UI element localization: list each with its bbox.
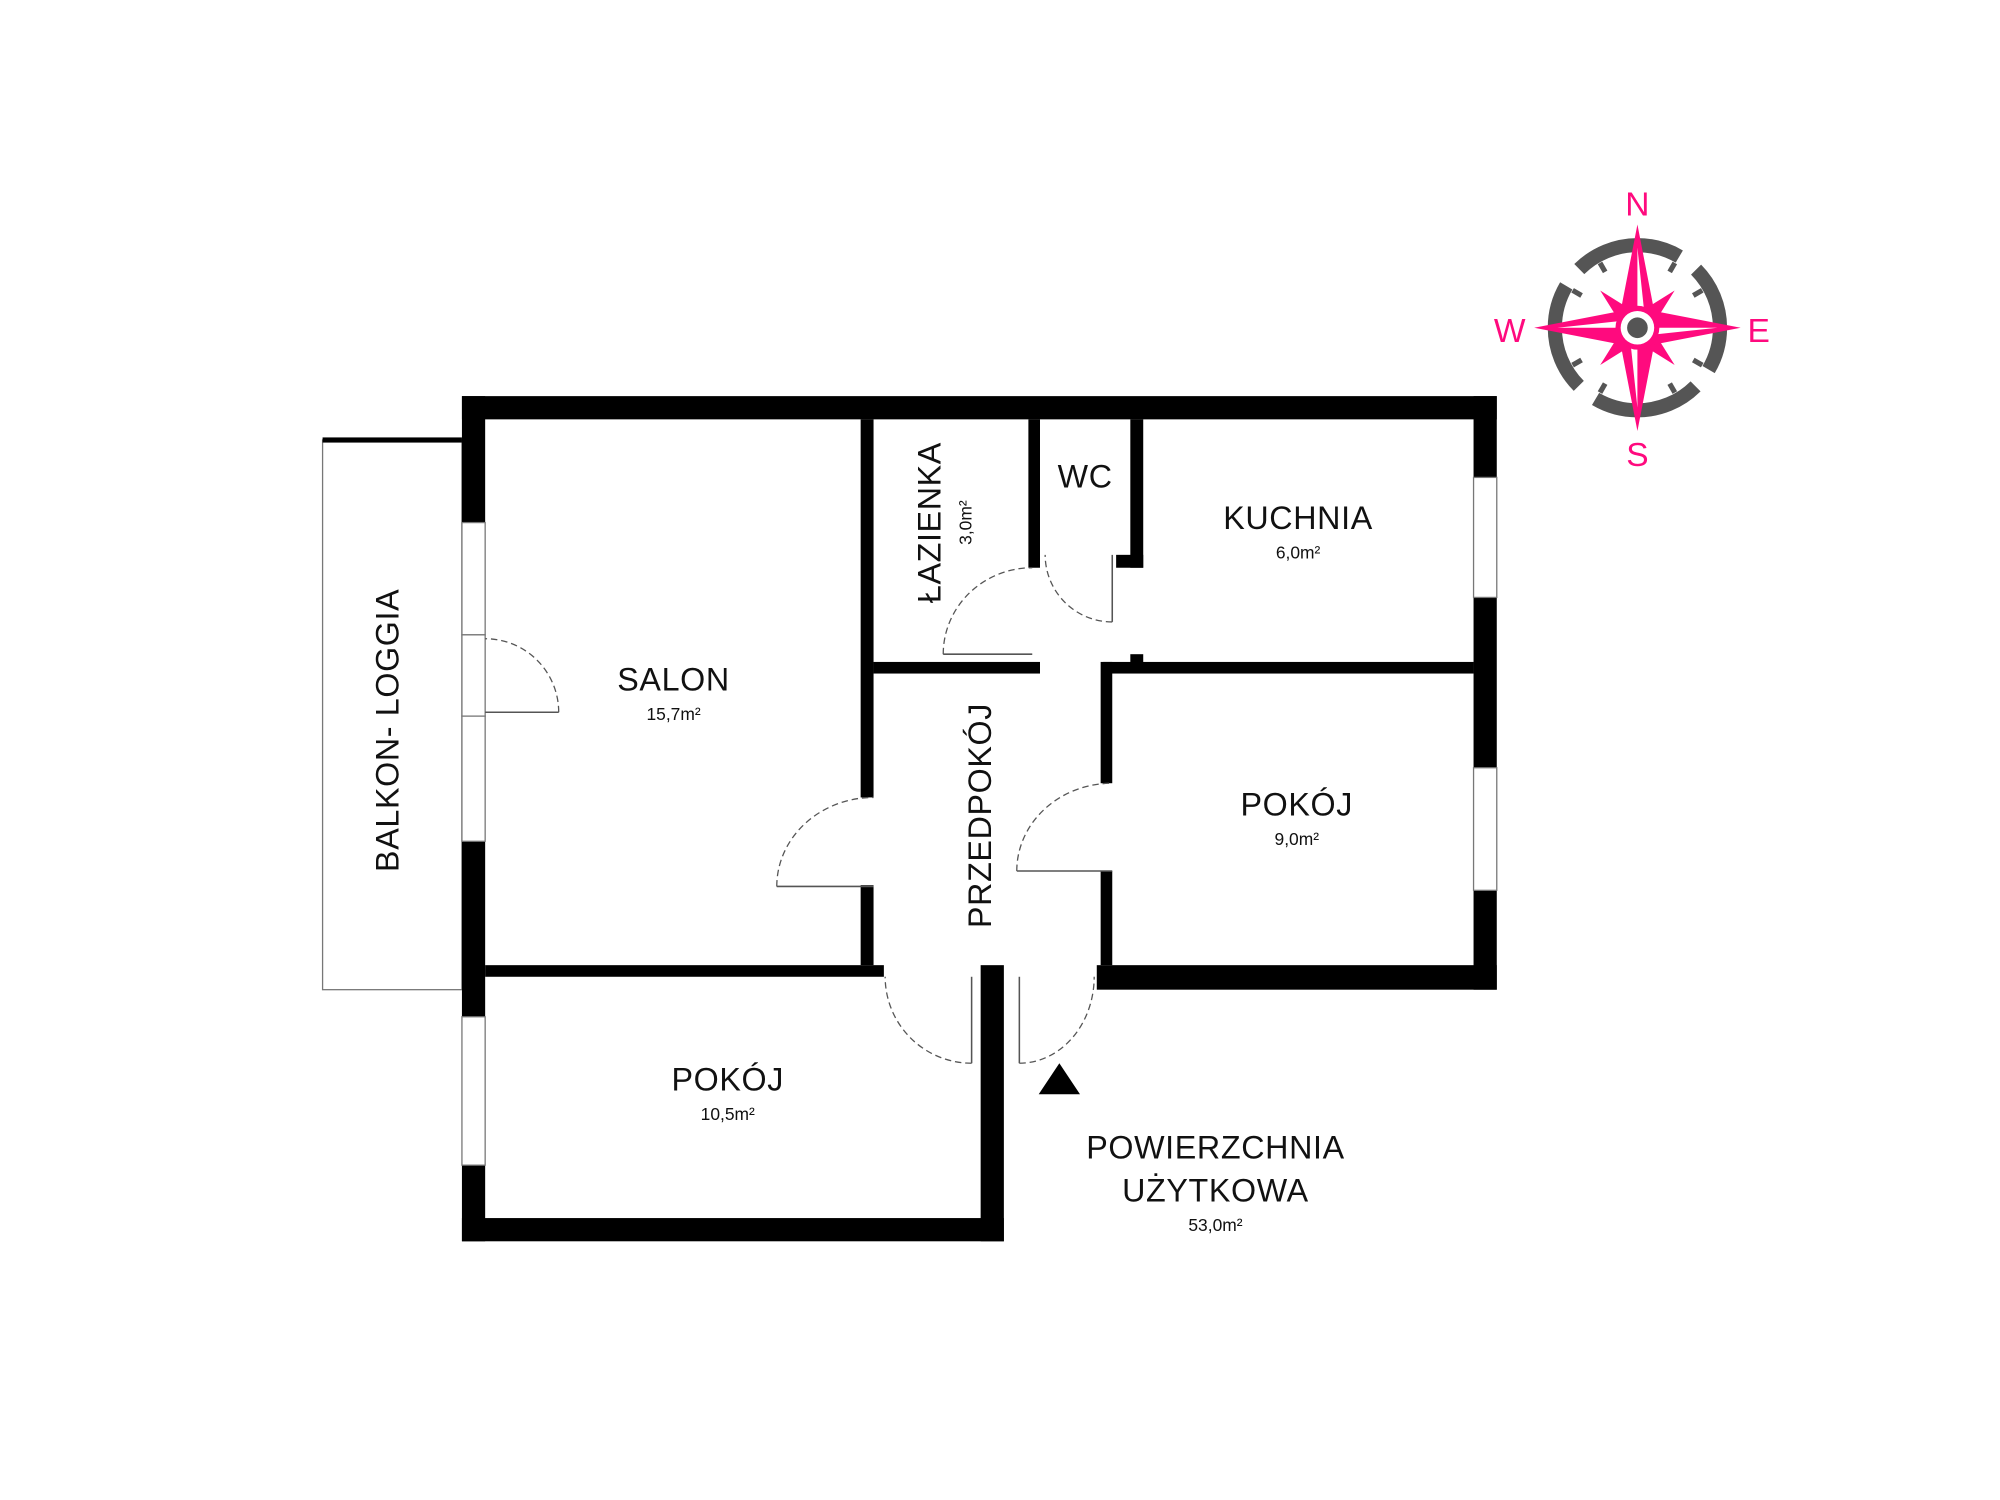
room-label-kuchnia: KUCHNIA [1223, 500, 1373, 536]
balcony-door [485, 638, 560, 714]
room-label-pokoj-east: POKÓJ [1241, 786, 1354, 822]
room-area-lazienka: 3,0m² [956, 500, 976, 545]
room-area-pokoj-south: 10,5m² [701, 1104, 755, 1124]
entrance-marker-icon [1038, 1063, 1080, 1095]
windows [461, 476, 1498, 1166]
compass-north: N [1625, 186, 1649, 223]
summary-line2: UŻYTKOWA [1122, 1172, 1309, 1208]
wc-door [1044, 554, 1114, 623]
room-label-przedpokoj: PRZEDPOKÓJ [962, 703, 998, 928]
pokoj-east-door [1016, 782, 1113, 872]
summary-area: 53,0m² [1188, 1215, 1242, 1235]
room-area-pokoj-east: 9,0m² [1275, 829, 1320, 849]
salon-door [776, 796, 874, 888]
compass-west: W [1494, 313, 1526, 350]
room-area-kuchnia: 6,0m² [1276, 543, 1321, 563]
doors [485, 554, 1114, 1064]
room-area-salon: 15,7m² [646, 704, 700, 724]
entrance-door [1018, 976, 1095, 1064]
room-label-lazienka: ŁAZIENKA [912, 442, 948, 603]
compass-east: E [1748, 313, 1770, 350]
room-label-balkon: BALKON- LOGGIA [370, 589, 406, 872]
room-label-wc: WC [1058, 459, 1113, 495]
lazienka-door [942, 567, 1033, 655]
room-label-salon: SALON [617, 661, 730, 697]
walls [461, 396, 1497, 1242]
summary-line1: POWIERZCHNIA [1086, 1130, 1345, 1166]
pokoj-south-door [884, 976, 973, 1064]
balcony [321, 437, 463, 991]
compass-rose-icon [1534, 224, 1741, 431]
compass-south: S [1626, 437, 1648, 474]
room-label-pokoj-south: POKÓJ [671, 1061, 784, 1097]
